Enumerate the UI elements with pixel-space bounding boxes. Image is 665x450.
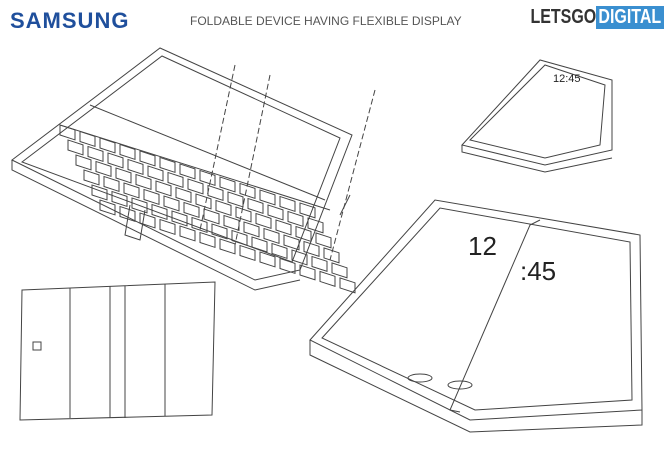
key bbox=[303, 240, 320, 258]
tablet-figure: 12 :45 bbox=[309, 199, 643, 433]
key bbox=[139, 150, 156, 167]
key bbox=[283, 234, 300, 251]
key bbox=[207, 184, 224, 202]
key bbox=[175, 186, 192, 204]
keyboard-device-figure bbox=[11, 47, 376, 294]
key bbox=[259, 251, 276, 268]
key bbox=[275, 219, 292, 236]
key bbox=[67, 139, 84, 156]
key bbox=[323, 247, 340, 264]
key bbox=[255, 212, 272, 230]
key bbox=[135, 173, 152, 191]
key bbox=[107, 152, 124, 169]
key bbox=[307, 217, 324, 234]
key bbox=[331, 262, 348, 279]
key bbox=[291, 249, 308, 266]
folded-device-figure bbox=[19, 281, 216, 421]
key bbox=[103, 175, 120, 193]
key bbox=[131, 197, 148, 214]
key bbox=[243, 221, 260, 238]
key bbox=[295, 225, 312, 243]
brand-part2: DIGITAL bbox=[596, 6, 664, 29]
key bbox=[319, 270, 336, 288]
key bbox=[235, 206, 252, 223]
key bbox=[251, 236, 268, 253]
key bbox=[75, 154, 92, 171]
phone-clock: 12:45 bbox=[553, 73, 581, 85]
key bbox=[339, 277, 356, 294]
key bbox=[123, 182, 140, 199]
key bbox=[91, 184, 108, 201]
key bbox=[227, 191, 244, 208]
key bbox=[311, 255, 328, 273]
key bbox=[187, 178, 204, 195]
key bbox=[203, 208, 220, 225]
key bbox=[299, 202, 316, 219]
key bbox=[239, 244, 256, 262]
key bbox=[219, 238, 236, 255]
key bbox=[179, 163, 196, 180]
key bbox=[223, 214, 240, 232]
key bbox=[267, 204, 284, 221]
samsung-logo: SAMSUNG bbox=[10, 8, 130, 33]
key bbox=[211, 223, 228, 240]
key bbox=[199, 231, 216, 249]
key bbox=[279, 257, 296, 275]
key bbox=[231, 229, 248, 247]
phone-figure: 12:45 bbox=[461, 59, 613, 173]
key bbox=[279, 195, 296, 213]
key bbox=[147, 165, 164, 182]
key bbox=[315, 232, 332, 249]
key bbox=[59, 124, 76, 141]
key bbox=[127, 158, 144, 176]
key bbox=[183, 201, 200, 219]
key bbox=[215, 199, 232, 217]
tablet-clock-hours: 12 bbox=[468, 231, 497, 261]
key bbox=[159, 218, 176, 236]
page-title: FOLDABLE DEVICE HAVING FLEXIBLE DISPLAY bbox=[190, 14, 462, 28]
key bbox=[115, 167, 132, 184]
key bbox=[87, 145, 104, 163]
key bbox=[299, 264, 316, 281]
key bbox=[83, 169, 100, 186]
key bbox=[179, 225, 196, 242]
key bbox=[171, 210, 188, 227]
key bbox=[195, 193, 212, 210]
key bbox=[247, 197, 264, 215]
key bbox=[79, 130, 96, 148]
key bbox=[163, 195, 180, 212]
key bbox=[271, 242, 288, 260]
key bbox=[151, 203, 168, 221]
key bbox=[191, 216, 208, 234]
key bbox=[143, 188, 160, 206]
key bbox=[167, 171, 184, 189]
key bbox=[199, 169, 216, 187]
key bbox=[139, 212, 156, 229]
key bbox=[239, 182, 256, 200]
key bbox=[95, 160, 112, 178]
tablet-clock-minutes: :45 bbox=[520, 256, 556, 286]
key bbox=[111, 190, 128, 208]
key bbox=[259, 189, 276, 206]
key bbox=[119, 143, 136, 161]
key bbox=[155, 180, 172, 197]
key bbox=[287, 210, 304, 228]
brand-part1: LETSGO bbox=[530, 6, 597, 28]
key bbox=[263, 227, 280, 245]
key bbox=[99, 137, 116, 154]
key bbox=[159, 156, 176, 174]
key bbox=[219, 176, 236, 193]
key bbox=[99, 199, 116, 216]
